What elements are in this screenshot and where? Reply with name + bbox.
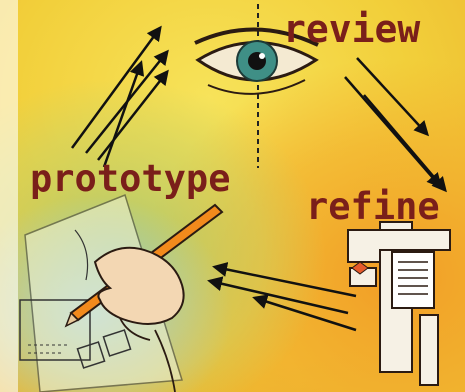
label-review: review <box>283 10 420 48</box>
label-refine: refine <box>306 188 440 225</box>
label-prototype: prototype <box>30 160 230 197</box>
